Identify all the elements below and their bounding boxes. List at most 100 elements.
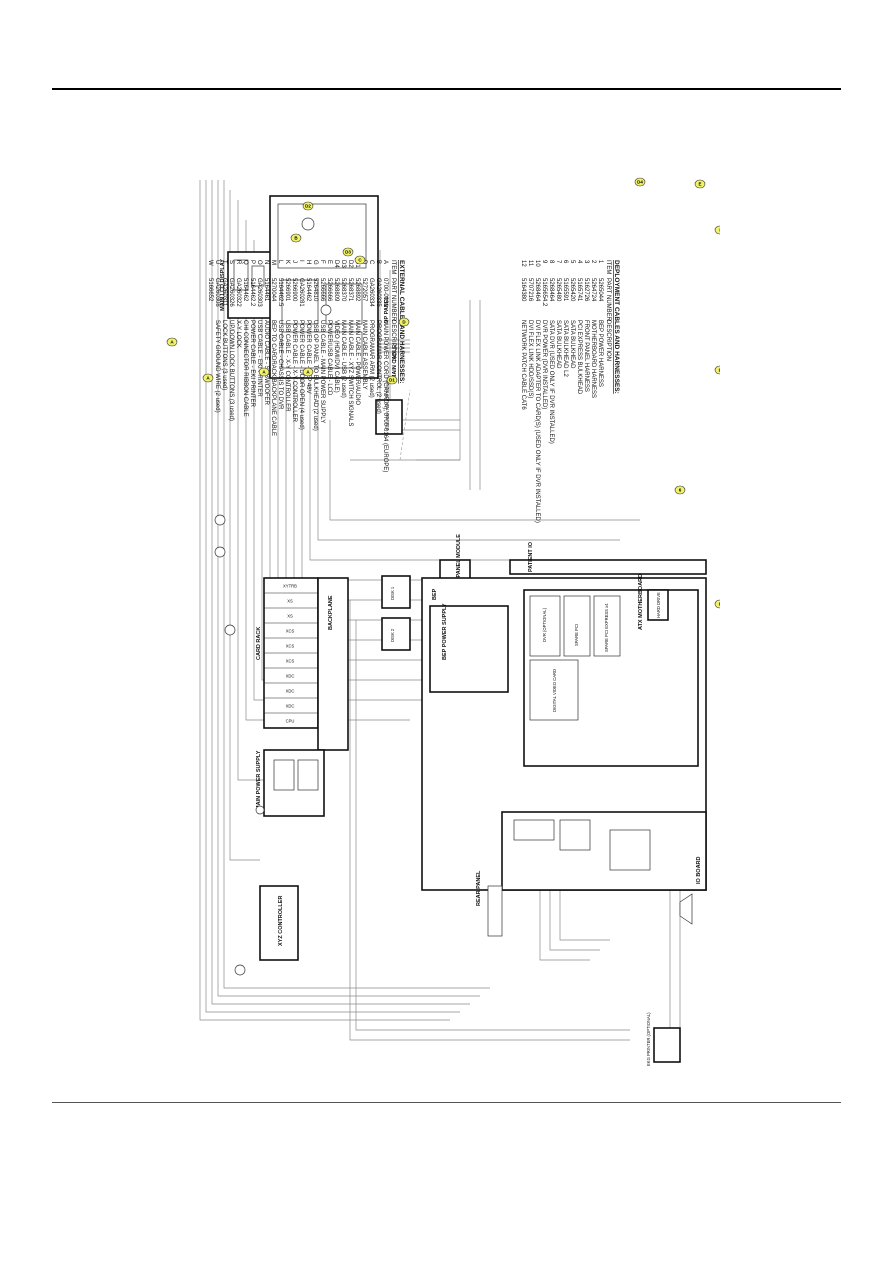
main-lcd-display: MAIN LCD DISPLAY [220, 251, 273, 319]
main-power-supply: MAIN POWER SUPPLY [256, 749, 325, 817]
external-row-part: 5268809 [333, 278, 339, 302]
external-row-part: 5266666 [326, 278, 332, 302]
slot-label: XCS [286, 629, 295, 634]
slot-label: XDC [286, 689, 295, 694]
external-row-desc: USB OP PANEL TO BULKHEAD (2 used) [312, 320, 318, 431]
op-panel: OP PANEL MAIN CABLE [269, 195, 410, 379]
svg-text:D4: D4 [637, 180, 643, 185]
slot-label: XDC [286, 674, 295, 679]
disk-2-label: DISK 2 [390, 628, 395, 642]
svg-text:D2: D2 [305, 204, 311, 209]
external-row-part: 5266901 [284, 278, 290, 302]
external-row-part: 5268371 [347, 278, 353, 302]
external-row-desc: MAIN POWER CORD (CANADA), 0700-0164 (EUR… [382, 320, 388, 472]
internal-row-part: 5164380 [520, 278, 526, 302]
hard-drive [647, 589, 669, 621]
disk-1-label: DISK 1 [390, 586, 395, 600]
internal-row-item: 5 [569, 260, 575, 264]
internal-row-desc: DVI FLEX LINK HDD/SSD(S) [527, 320, 533, 398]
disk-2: DISK 2 [381, 617, 411, 651]
internal-row-item: 12 [520, 260, 526, 267]
svg-text:D: D [402, 320, 406, 325]
external-row-item: E [326, 260, 332, 264]
external-row-item: D2 [347, 260, 353, 268]
external-row-part: GA260308 [214, 278, 220, 307]
internal-row-part: 5265420 [569, 278, 575, 302]
external-row-item: Q [242, 260, 248, 265]
external-row-desc: MAIN CABLE - USB (2 used) [340, 320, 346, 398]
external-row-desc: MAIN CABLE - POWER/AUDIO [354, 320, 360, 405]
external-row-item: T [221, 260, 227, 264]
external-row-desc: USB CABLE - EKI PRINTER [256, 320, 262, 397]
callout-bubble: C [354, 255, 366, 265]
callout-bubble: D2 [302, 201, 314, 211]
eol-printer-label: EOL PRINTER (OPTIONAL) [385, 377, 390, 430]
header-rule [52, 88, 841, 90]
external-row-item: J [291, 260, 297, 263]
video-card [529, 659, 579, 721]
svg-text:I: I [719, 228, 720, 233]
external-row-part: 5268892 [354, 278, 360, 302]
internal-row-part: 5707216 [527, 278, 533, 302]
mobo-label: ATX MOTHERBOARD [638, 574, 644, 630]
internal-row-desc: NETWORK PATCH CABLE CAT6 [520, 320, 526, 410]
external-row-part: GA260281 [298, 278, 304, 307]
callout-bubble: E [694, 179, 706, 189]
external-row-part: 5268370 [340, 278, 346, 302]
patient-io-label: PATIENT IO [528, 541, 534, 572]
xyz-controller: XYZ CONTROLLER [259, 885, 299, 961]
callout-bubble: A [302, 367, 314, 377]
svg-text:A: A [262, 370, 266, 375]
external-row-part: 5164462.2 [249, 278, 255, 307]
external-row-item: A [382, 260, 388, 264]
external-row-desc: CHI CONNECTOR RIBBON CABLE [242, 320, 248, 417]
internal-legend-header-desc: DESCRIPTION [605, 320, 611, 361]
external-row-item: B [375, 260, 381, 264]
internal-row-part: 5264724 [590, 278, 596, 302]
internal-row-item: 11 [527, 260, 533, 267]
ekg-printer: EKG PRINTER (OPTIONAL) [646, 1012, 681, 1066]
external-row-desc: POWER CABLE - EKI PRINTER [249, 320, 255, 408]
dvr-slot [529, 595, 561, 657]
external-row-item: D3 [340, 260, 346, 268]
dvr-label: DVR (OPTIONAL) [542, 607, 547, 642]
external-row-part: 5266666 [319, 278, 325, 302]
io-board: IO BOARD [501, 811, 707, 891]
external-row-item: P [249, 260, 255, 264]
internal-row-item: 1 [597, 260, 603, 264]
wiring-diagram: MAIN LCD DISPLAY OP PANEL MAIN CABLE EOL… [166, 177, 720, 1066]
internal-row-part: 5265480 [555, 278, 561, 302]
slot-label: XCS [286, 644, 295, 649]
card-rack-label: CARD RACK [256, 627, 262, 660]
callout-bubble: D4 [634, 177, 646, 187]
slot-label: XS [287, 614, 293, 619]
external-legend-header-part: PART NUMBER [390, 278, 396, 322]
xy-ctrl-label: XYZ CONTROLLER [278, 896, 284, 946]
callout-bubble: A [258, 367, 270, 377]
external-row-item: O [256, 260, 262, 265]
bep-power-supply [429, 605, 509, 693]
external-row-part: GA260311 [221, 278, 227, 307]
external-row-part: 5272057 [361, 278, 367, 302]
external-row-item: I [298, 260, 304, 262]
callout-bubble: 6 [674, 485, 686, 495]
slot-label: XS [287, 599, 293, 604]
peripheral-icons [214, 514, 693, 976]
backplane-label: BACKPLANE [328, 595, 334, 630]
external-row-part: 5164462 [305, 278, 311, 302]
internal-legend-header-item: ITEM [605, 260, 611, 274]
spare-pci-slot [563, 595, 591, 657]
svg-text:6: 6 [679, 488, 682, 493]
patient-io: PATIENT IO [509, 541, 707, 575]
internal-row-item: 3 [583, 260, 589, 264]
hard-drive-label: HARD DRIVE [656, 592, 661, 618]
callout-bubble: L [714, 365, 720, 375]
op-panel-label: OP PANEL [384, 296, 390, 324]
slot-label: XCS [286, 659, 295, 664]
internal-row-item: 9 [541, 260, 547, 264]
external-row-part: 5270044 [270, 278, 276, 302]
spare-pcie-slot [593, 595, 621, 657]
backplane [317, 577, 349, 751]
